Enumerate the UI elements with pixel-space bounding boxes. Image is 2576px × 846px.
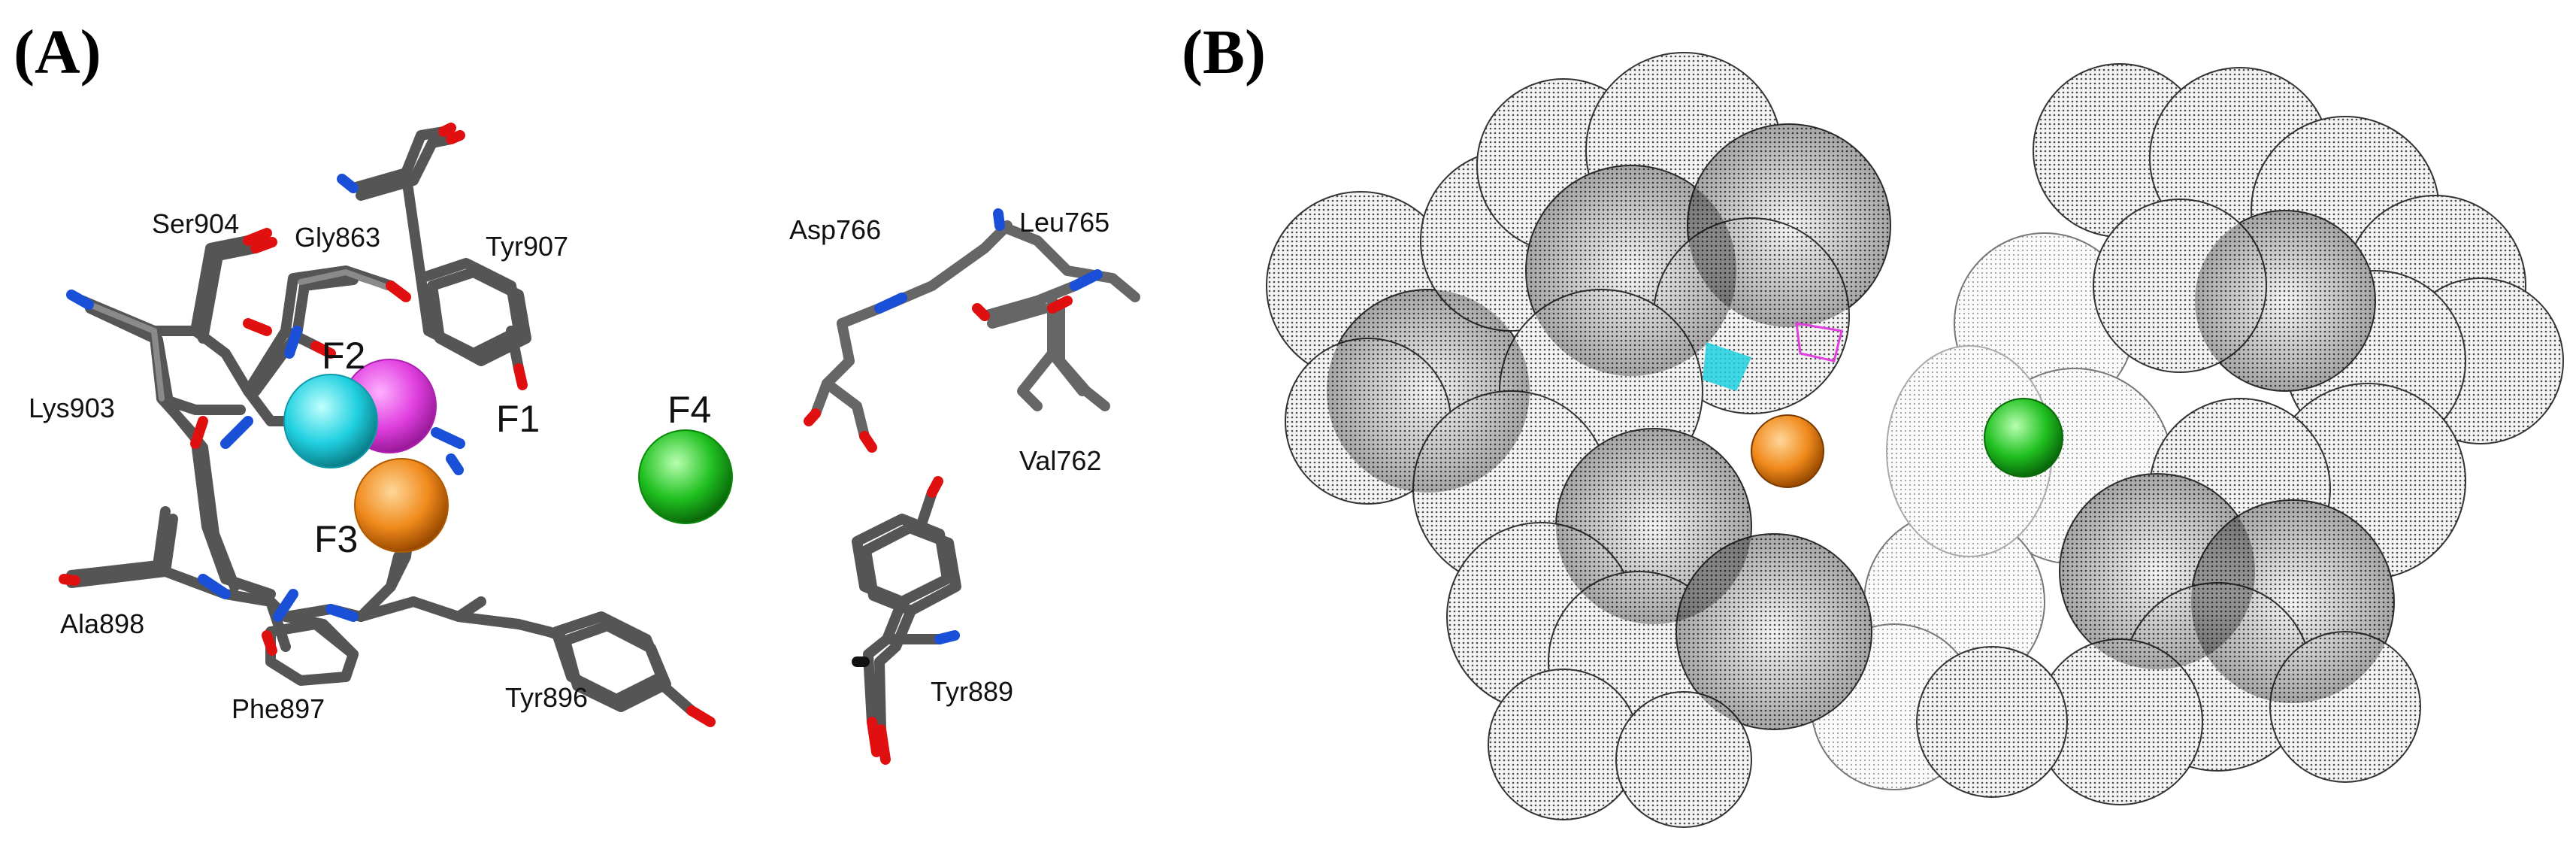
label-val762: Val762: [1019, 445, 1101, 476]
feature-sphere-f3: [354, 458, 449, 553]
label-phe897: Phe897: [232, 693, 325, 724]
label-tyr896: Tyr896: [505, 682, 588, 713]
label-f3: F3: [314, 518, 358, 560]
label-tyr889: Tyr889: [931, 676, 1013, 707]
label-ala898: Ala898: [60, 608, 144, 639]
label-gly863: Gly863: [295, 222, 380, 253]
surface-shading: [1327, 124, 2394, 729]
panel-a-structure: [59, 123, 1140, 765]
feature-f2-hint: [1703, 342, 1751, 391]
panel-b-surface: [1266, 52, 2564, 828]
label-leu765: Leu765: [1019, 207, 1109, 238]
label-tyr907: Tyr907: [486, 231, 568, 262]
tyr907-sticks: [348, 126, 531, 374]
label-lys903: Lys903: [29, 393, 115, 423]
feature-f1-hint: [1795, 322, 1843, 362]
label-f4: F4: [667, 389, 711, 431]
feature-sphere-f2: [283, 374, 378, 468]
label-asp766: Asp766: [789, 214, 881, 245]
label-f2: F2: [322, 335, 365, 377]
label-f1: F1: [496, 398, 540, 440]
asp766-leu765-sticks: [810, 220, 1140, 441]
tyr889-sticks: [852, 487, 961, 735]
panel-label-a: (A): [14, 17, 101, 87]
feature-sphere-f3-surface: [1751, 414, 1824, 488]
feature-sphere-f4-surface: [1984, 398, 2063, 478]
feature-sphere-f4: [638, 429, 733, 524]
label-ser904: Ser904: [152, 208, 239, 239]
panel-label-b: (B): [1182, 17, 1266, 87]
